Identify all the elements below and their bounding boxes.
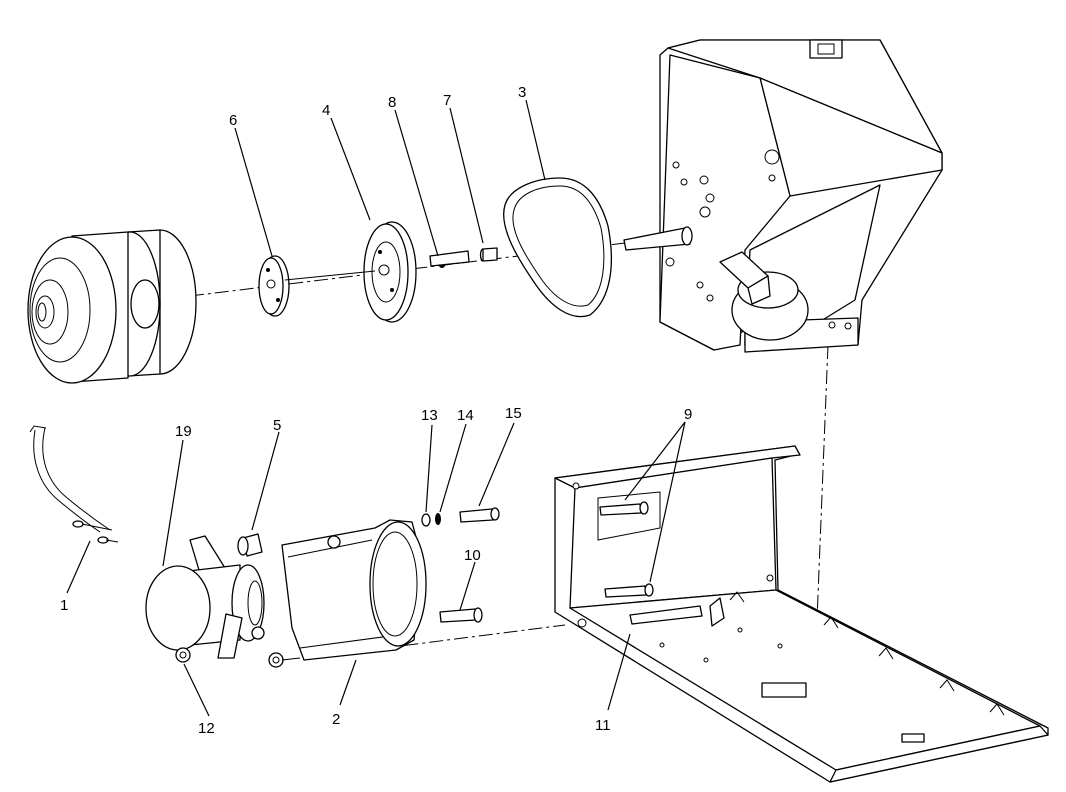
callout-8: 8 [388,94,396,111]
callout-9: 9 [684,406,692,423]
motor-part-19 [145,535,265,663]
callout-2: 2 [332,711,340,728]
shaft-key-setscrew [284,247,498,281]
callout-10: 10 [464,547,481,564]
pulley-part-4 [363,221,417,323]
callout-7: 7 [443,92,451,109]
callout-14: 14 [457,407,474,424]
callout-5: 5 [273,417,281,434]
callout-1: 1 [60,597,68,614]
motor-mount-part-2 [251,519,427,668]
bolt-part-10 [439,607,483,623]
callout-12: 12 [198,720,215,737]
callout-4: 4 [322,102,330,119]
callout-13: 13 [421,407,438,424]
clutch-pulley-assembly [27,229,197,384]
wire-harness-part-1 [29,425,119,544]
callout-labels: 1 2 3 4 5 6 7 8 9 10 11 12 13 14 15 19 [60,84,692,737]
hardware-13-14-15 [421,507,500,527]
callout-6: 6 [229,112,237,129]
hub-part-6 [258,255,290,317]
callout-11: 11 [595,717,611,734]
belt-part-3 [503,177,612,318]
callout-19: 19 [175,423,192,440]
base-plate-part-11 [554,445,1049,783]
callout-3: 3 [518,84,526,101]
spacer-part-5 [237,533,263,557]
callout-15: 15 [505,405,522,422]
gearbox-housing [623,39,943,353]
leader-lines [66,99,686,717]
